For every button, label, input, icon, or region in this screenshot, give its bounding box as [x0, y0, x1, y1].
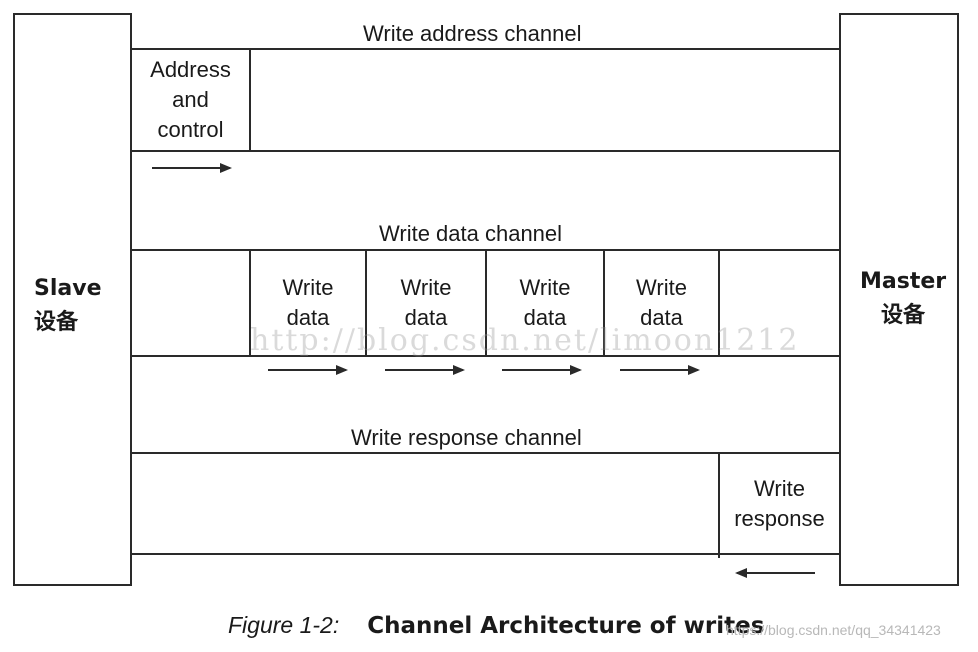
data-cell-2-line-1: Write — [400, 275, 452, 300]
response-cell-line-1: Write — [754, 475, 805, 501]
response-direction-arrow — [735, 568, 815, 578]
data-cell-divider-3 — [485, 249, 487, 357]
write-data-cell-3: Write data — [487, 251, 603, 355]
write-address-channel-title: Write address channel — [363, 21, 582, 46]
address-cell-line-3: control — [157, 117, 224, 142]
write-data-channel-title: Write data channel — [379, 221, 563, 246]
data-cell-divider-4 — [603, 249, 605, 357]
response-channel-top-line — [130, 452, 841, 454]
master-label-device: 设备 — [881, 303, 926, 328]
response-channel-bottom-line — [130, 553, 841, 555]
source-credit: https://blog.csdn.net/qq_34341423 — [726, 622, 941, 638]
write-data-cell-2: Write data — [367, 251, 485, 355]
data-cell-divider-2 — [365, 249, 367, 357]
master-label-name: Master — [860, 269, 947, 294]
slave-box — [13, 13, 132, 586]
data-cell-1-line-2: data — [286, 305, 330, 330]
data-cell-4-line-2: data — [640, 305, 683, 330]
watermark: http://blog.csdn.net/limoon1212 — [250, 323, 800, 358]
response-cell-line-2: response — [734, 505, 825, 531]
write-data-cell-4: Write data — [605, 251, 718, 355]
data-direction-arrow-1 — [268, 365, 348, 375]
write-response-channel-title: Write response channel — [351, 425, 582, 450]
master-box — [839, 13, 959, 586]
address-direction-arrow — [152, 163, 232, 173]
address-cell-line-1: Address — [150, 57, 231, 82]
address-cell-line-2: and — [172, 87, 209, 112]
write-response-cell: Write response — [720, 454, 839, 553]
address-channel-top-line — [130, 48, 841, 50]
figure-number: Figure 1-2: — [228, 612, 340, 638]
data-cell-4-line-1: Write — [636, 275, 687, 300]
write-data-cell-1: Write data — [251, 251, 365, 355]
data-cell-2-line-2: data — [404, 305, 448, 330]
master-label: Master 设备 — [860, 265, 946, 333]
response-cell-divider — [718, 452, 720, 558]
data-direction-arrow-2 — [385, 365, 465, 375]
figure-caption: Figure 1-2: Channel Architecture of write… — [228, 612, 764, 639]
address-channel-bottom-line — [130, 150, 841, 152]
data-cell-divider-5 — [718, 249, 720, 357]
address-cell-divider — [249, 48, 251, 152]
slave-label: Slave 设备 — [34, 272, 102, 340]
data-cell-3-line-2: data — [523, 305, 567, 330]
data-direction-arrow-3 — [502, 365, 582, 375]
data-direction-arrow-4 — [620, 365, 700, 375]
slave-label-device: 设备 — [34, 310, 79, 335]
data-cell-divider-1 — [249, 249, 251, 357]
address-and-control-cell: Address and control — [132, 50, 249, 150]
data-cell-3-line-1: Write — [519, 275, 571, 300]
slave-label-name: Slave — [34, 276, 102, 301]
figure-title: Channel Architecture of writes — [367, 613, 765, 639]
data-cell-1-line-1: Write — [282, 275, 334, 300]
